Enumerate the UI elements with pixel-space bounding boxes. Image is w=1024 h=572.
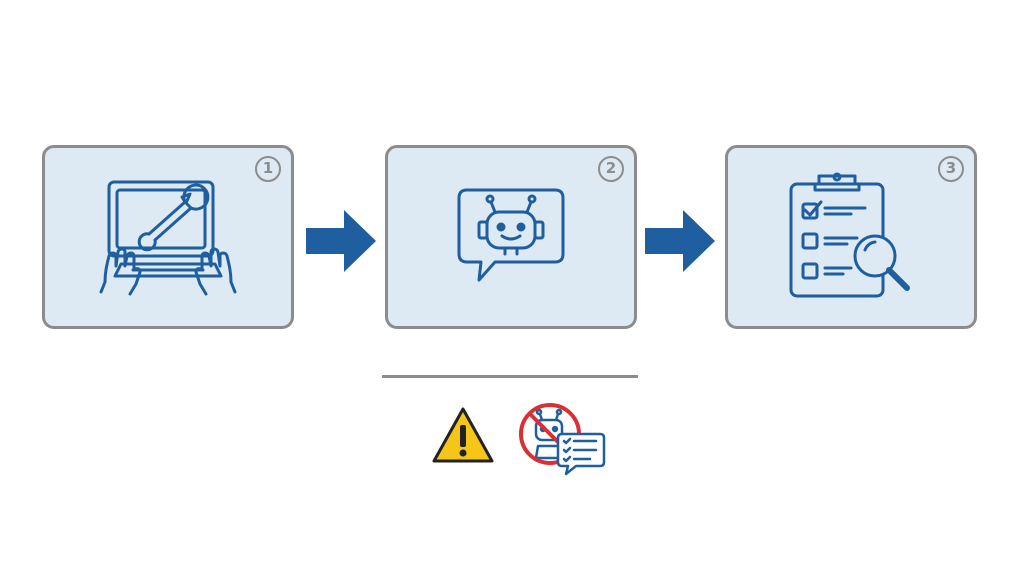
warning-icon [432, 407, 494, 463]
step-number-badge: 3 [938, 156, 964, 182]
hands-keyboard-wrench-icon [99, 180, 237, 296]
no-bot-checklist-icon [519, 403, 606, 476]
arrow-right-icon [306, 210, 376, 272]
step-card-3: 3 [725, 145, 977, 329]
step-number-badge: 2 [598, 156, 624, 182]
step-card-1: 1 [42, 145, 294, 329]
step-number-badge: 1 [255, 156, 281, 182]
arrow-right-icon [645, 210, 715, 272]
step-card-2: 2 [385, 145, 637, 329]
divider-line [382, 375, 638, 378]
clipboard-checklist-magnifier-icon [789, 172, 910, 298]
chatbot-speech-bubble-icon [457, 188, 565, 282]
